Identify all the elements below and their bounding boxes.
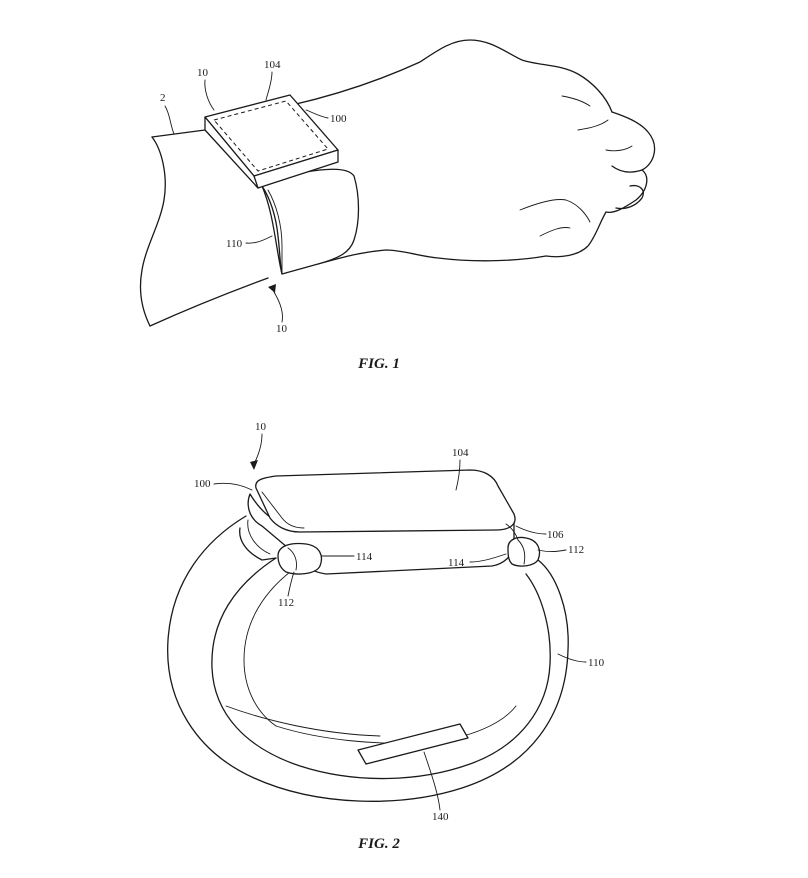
ref-numeral: 10	[255, 421, 267, 433]
fig1-ref-100: 100	[305, 109, 347, 125]
fig2-ref-10: 10	[250, 421, 267, 470]
ref-numeral: 114	[356, 551, 373, 563]
fig1-ref-104: 104	[264, 59, 281, 101]
fig1-caption: FIG. 1	[357, 356, 400, 372]
fig2-ref-112-right: 112	[537, 544, 584, 556]
ref-numeral: 110	[588, 657, 605, 669]
fig2-ref-140: 140	[423, 751, 449, 823]
ref-numeral: 104	[452, 447, 469, 459]
ref-numeral: 114	[448, 557, 465, 569]
fig1-ref-10-bottom: 10	[268, 284, 288, 335]
arm-outline	[139, 39, 656, 327]
arrowhead-icon	[250, 460, 258, 470]
watch-band	[261, 168, 360, 275]
ref-numeral: 112	[278, 597, 294, 609]
watch-housing-fig2	[247, 469, 541, 575]
fig1-ref-110: 110	[226, 235, 273, 250]
fig2-ref-100: 100	[194, 478, 253, 491]
ref-numeral: 112	[568, 544, 584, 556]
band-loop	[167, 515, 569, 802]
fig2-caption: FIG. 2	[357, 836, 400, 852]
fig2-ref-112-left: 112	[278, 571, 295, 609]
ref-numeral: 110	[226, 238, 243, 250]
fig2-ref-114-left: 114	[321, 551, 373, 563]
ref-numeral: 104	[264, 59, 281, 71]
fig2-ref-106: 106	[515, 525, 564, 541]
ref-numeral: 2	[160, 92, 166, 104]
figure-2: 10 100 104 106 112 112 114 114	[167, 421, 605, 852]
watch-housing	[204, 94, 339, 189]
fig1-ref-10-top: 10	[197, 67, 215, 111]
fig2-ref-104: 104	[452, 447, 469, 491]
ref-numeral: 100	[330, 113, 347, 125]
fig2-ref-110: 110	[557, 653, 605, 669]
ref-numeral: 10	[197, 67, 209, 79]
ref-numeral: 100	[194, 478, 211, 490]
fig1-ref-2: 2	[160, 92, 175, 135]
component-140	[357, 723, 469, 765]
ref-numeral: 140	[432, 811, 449, 823]
figure-1: 2 10 104 100 110 10 FIG. 1	[139, 39, 656, 372]
arrowhead-icon	[268, 284, 276, 293]
fig2-ref-114-right: 114	[448, 553, 507, 569]
ref-numeral: 10	[276, 323, 288, 335]
ref-numeral: 106	[547, 529, 564, 541]
